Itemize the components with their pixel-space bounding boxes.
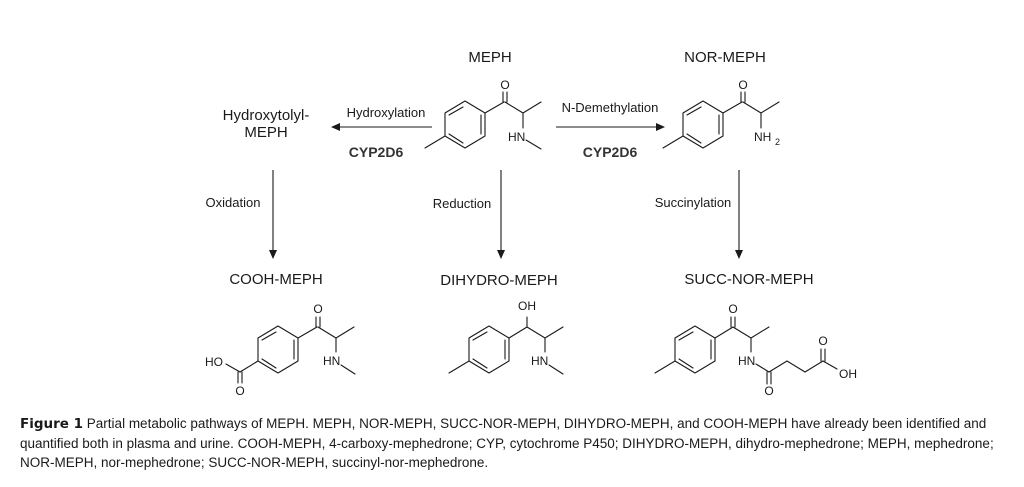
succinylation-label: Succinylation <box>655 195 732 210</box>
dihydro-meph-name: DIHYDRO-MEPH <box>440 272 558 289</box>
svg-text:O: O <box>738 78 747 92</box>
hydroxytolyl-meph-name-line2: MEPH <box>244 124 287 141</box>
metabolic-scheme: MEPH NOR-MEPH Hydroxytolyl- MEPH COOH-ME… <box>205 49 857 398</box>
svg-text:O: O <box>313 302 322 316</box>
n-demethylation-label: N-Demethylation <box>562 100 659 115</box>
svg-text:HN: HN <box>531 354 548 368</box>
svg-text:HN: HN <box>738 354 755 368</box>
svg-text:O: O <box>728 302 737 316</box>
figure-label: Figure 1 <box>20 416 84 432</box>
figure-caption: Figure 1 Partial metabolic pathways of M… <box>20 414 1010 472</box>
svg-text:O: O <box>764 384 773 398</box>
cooh-meph-structure: HO O O HN <box>205 302 356 398</box>
oxidation-label: Oxidation <box>206 195 261 210</box>
svg-text:HO: HO <box>205 355 223 369</box>
dihydro-meph-structure: OH HN <box>448 299 564 375</box>
hydroxylation-label: Hydroxylation <box>347 105 426 120</box>
svg-text:OH: OH <box>839 367 857 381</box>
succ-nor-meph-name: SUCC-NOR-MEPH <box>684 271 813 288</box>
succ-nor-meph-structure: O HN O O OH <box>654 302 857 398</box>
svg-text:O: O <box>500 78 509 92</box>
svg-text:HN: HN <box>323 354 340 368</box>
cyp2d6-left-label: CYP2D6 <box>349 144 404 160</box>
svg-text:O: O <box>818 334 827 348</box>
svg-text:O: O <box>235 384 244 398</box>
cyp2d6-right-label: CYP2D6 <box>583 144 638 160</box>
caption-text: Partial metabolic pathways of MEPH. MEPH… <box>20 416 994 470</box>
svg-text:HN: HN <box>508 130 525 144</box>
hydroxytolyl-meph-name-line1: Hydroxytolyl- <box>223 107 310 124</box>
nor-meph-name: NOR-MEPH <box>684 49 766 66</box>
meph-name: MEPH <box>468 49 511 66</box>
svg-text:NH: NH <box>754 130 771 144</box>
svg-text:2: 2 <box>775 137 780 147</box>
nor-meph-structure: O NH 2 <box>662 78 780 149</box>
cooh-meph-name: COOH-MEPH <box>229 271 322 288</box>
svg-text:OH: OH <box>518 299 536 313</box>
reduction-label: Reduction <box>433 196 492 211</box>
meph-structure: O HN <box>424 78 542 150</box>
